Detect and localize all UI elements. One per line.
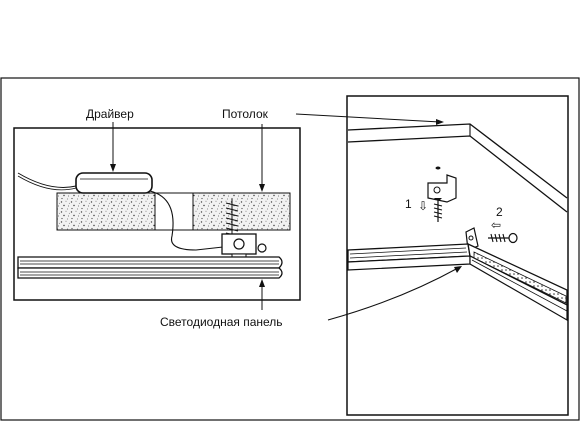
- step2-label: 2: [496, 205, 503, 219]
- screw-step2: [488, 232, 518, 244]
- step1-arrow-icon: ⇩: [418, 199, 428, 213]
- led-panel-rail: [17, 256, 283, 279]
- power-cable: [17, 172, 77, 188]
- led-panel-corner-right: [467, 242, 568, 322]
- right-panel-frame: [346, 95, 569, 416]
- driver-box: [75, 172, 153, 194]
- right-panel: 1 ⇩ 2 ⇦: [346, 95, 569, 416]
- driver-label: Драйвер: [86, 107, 134, 121]
- left-panel-frame: [13, 127, 301, 301]
- led-panel-corner-left: [347, 243, 471, 271]
- led-panel-leader-right: [327, 267, 459, 321]
- ceiling-slab-left: [56, 192, 156, 231]
- outer-border: [0, 77, 580, 421]
- led-panel-label: Светодиодная панель: [160, 315, 283, 329]
- mount-bracket: [221, 233, 267, 261]
- ceiling-hole: [154, 192, 194, 231]
- driver-to-panel-cable: [149, 190, 233, 251]
- step1-label: 1: [405, 197, 412, 211]
- left-panel: Драйвер Потолок Светодиодная панель: [13, 107, 462, 329]
- ceiling-leader-right: [295, 113, 441, 123]
- ceiling-label: Потолок: [222, 107, 269, 121]
- bracket-step1: [427, 166, 457, 222]
- step2-arrow-icon: ⇦: [491, 218, 501, 232]
- ceiling-slab-right: [192, 192, 291, 231]
